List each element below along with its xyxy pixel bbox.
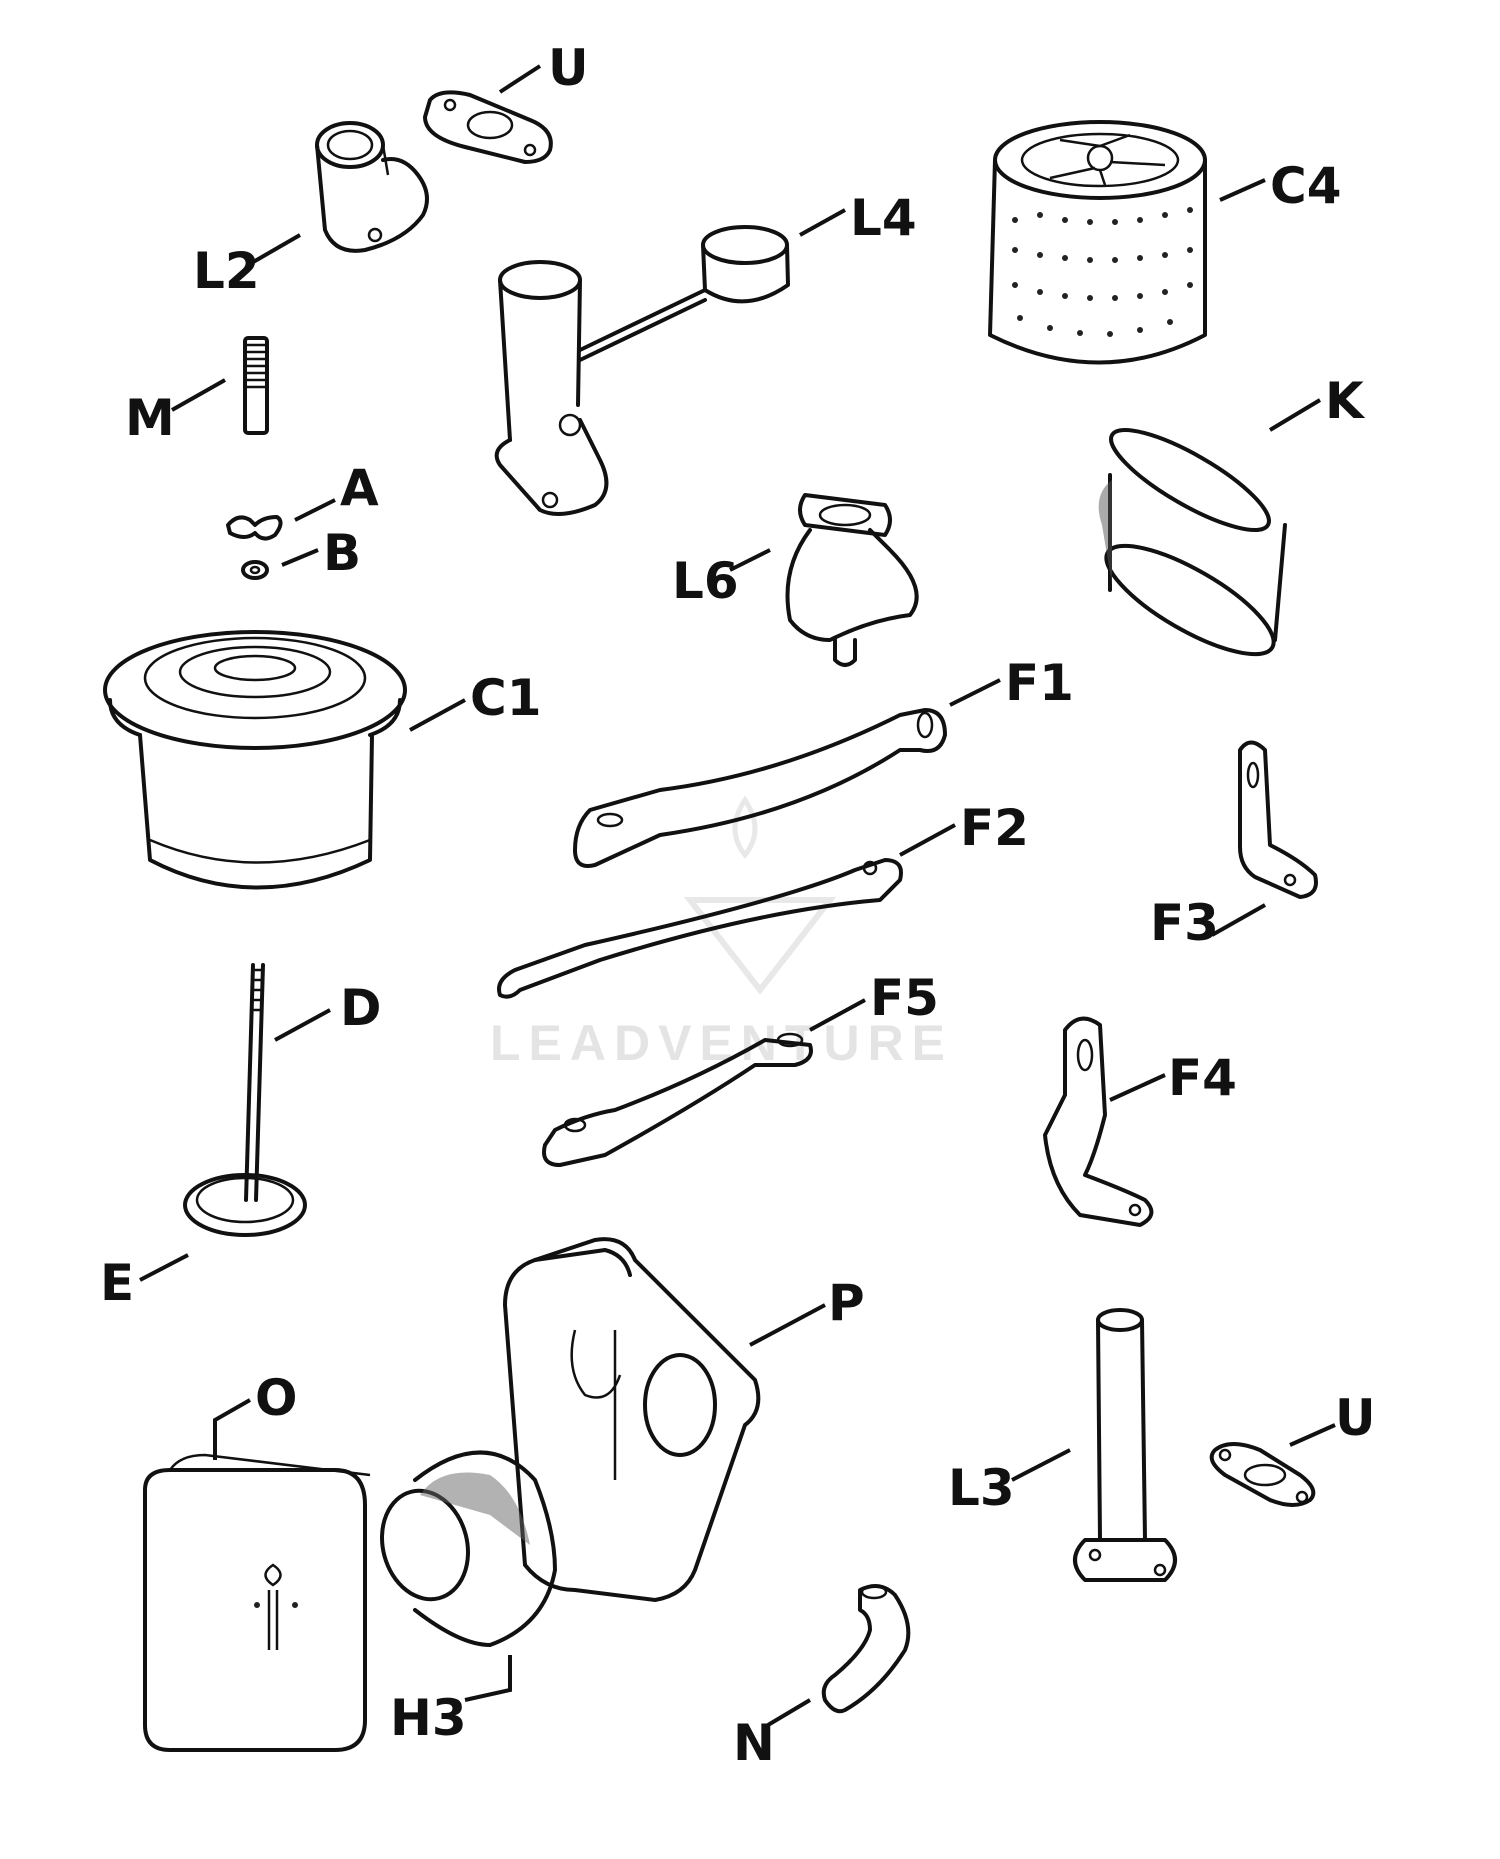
part-u-gasket-top: U <box>423 39 589 164</box>
part-c1-cover: C1 <box>103 630 541 890</box>
label-k: K <box>1325 372 1366 430</box>
part-h3-sleeve: H3 <box>380 1450 557 1747</box>
label-u-bottom: U <box>1335 1389 1376 1447</box>
label-f3: F3 <box>1150 894 1219 952</box>
part-l2-elbow: L2 <box>193 121 429 300</box>
label-h3: H3 <box>390 1689 467 1747</box>
part-u-gasket-bottom: U <box>1209 1389 1376 1507</box>
part-f5-bracket: F5 <box>542 969 939 1167</box>
label-f5: F5 <box>870 969 939 1027</box>
part-f3-bracket: F3 <box>1150 740 1318 952</box>
label-e: E <box>100 1254 134 1312</box>
label-f2: F2 <box>960 799 1029 857</box>
label-o: O <box>255 1369 298 1427</box>
label-f1: F1 <box>1005 654 1074 712</box>
part-f4-bracket: F4 <box>1043 1016 1237 1227</box>
part-f2-bracket: F2 <box>497 799 1029 999</box>
label-l2: L2 <box>193 242 260 300</box>
label-n: N <box>733 1714 775 1772</box>
part-e-gasket: E <box>100 1173 307 1312</box>
part-b-washer: B <box>241 524 361 582</box>
watermark: LEADVENTURE <box>490 795 953 1071</box>
label-d: D <box>340 979 382 1037</box>
part-m-stud: M <box>125 336 269 447</box>
part-a-wing-nut: A <box>226 459 379 541</box>
watermark-text: LEADVENTURE <box>490 1015 953 1071</box>
label-a: A <box>340 459 379 517</box>
part-o-cover-plate: O <box>143 1369 371 1752</box>
part-d-rod: D <box>244 963 382 1202</box>
part-l6-elbow: L6 <box>672 493 919 667</box>
label-u-top: U <box>548 39 589 97</box>
part-k-ring: K <box>1098 372 1366 657</box>
label-l3: L3 <box>948 1459 1015 1517</box>
label-c4: C4 <box>1270 157 1341 215</box>
label-b: B <box>323 524 361 582</box>
label-c1: C1 <box>470 669 541 727</box>
part-p-housing: P <box>502 1237 865 1603</box>
part-f1-bracket: F1 <box>573 654 1074 868</box>
label-p: P <box>828 1274 865 1332</box>
part-l4-manifold: L4 <box>494 189 917 516</box>
label-m: M <box>125 389 175 447</box>
part-n-elbow: N <box>733 1584 911 1772</box>
label-l4: L4 <box>850 189 917 247</box>
label-l6: L6 <box>672 552 739 610</box>
label-f4: F4 <box>1168 1049 1237 1107</box>
part-l3-pipe: L3 <box>948 1308 1177 1582</box>
part-c4-filter-element: C4 <box>988 120 1341 365</box>
